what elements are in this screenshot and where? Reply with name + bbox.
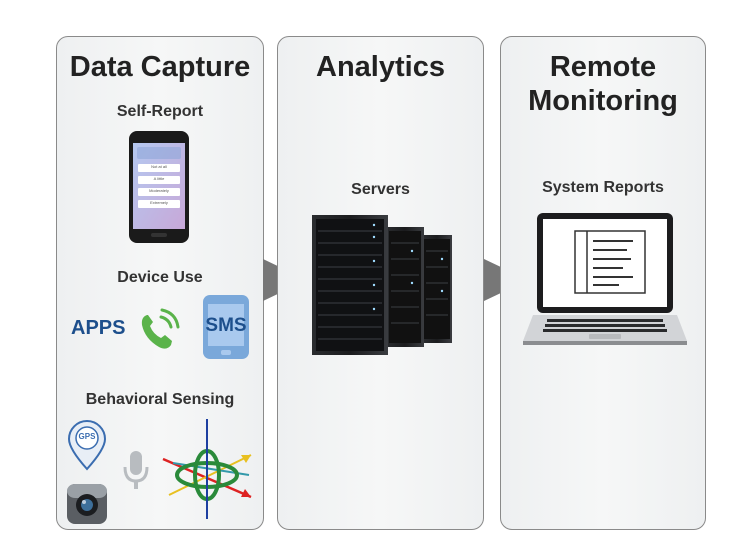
servers-icon xyxy=(312,215,452,355)
phone-option-2: A little xyxy=(153,176,165,181)
behavioral-sensing-label: Behavioral Sensing xyxy=(85,391,235,408)
data-capture-title: Data Capture xyxy=(69,51,251,83)
sms-phone-icon xyxy=(203,295,249,359)
remote-monitoring-panel: Remote Monitoring System Reports xyxy=(500,36,706,530)
phone-call-icon xyxy=(141,308,180,349)
servers-label: Servers xyxy=(351,181,410,198)
laptop-icon xyxy=(523,213,687,345)
apps-label: APPS xyxy=(71,317,126,339)
remote-title-line2: Monitoring xyxy=(528,85,678,117)
remote-title-line1: Remote xyxy=(549,51,657,83)
system-reports-label: System Reports xyxy=(542,179,664,196)
self-report-label: Self-Report xyxy=(116,103,204,120)
analytics-panel: Analytics Servers xyxy=(277,36,484,530)
phone-option-3: Moderately xyxy=(149,188,169,193)
device-use-label: Device Use xyxy=(117,269,203,286)
phone-option-1: Not at all xyxy=(151,164,167,169)
smartphone-icon xyxy=(129,131,189,243)
analytics-title: Analytics xyxy=(316,51,445,83)
microphone-icon xyxy=(123,451,149,489)
camera-icon xyxy=(67,484,107,524)
data-capture-panel: Data Capture Self-Report Not at all A li… xyxy=(56,36,264,530)
motion-sensor-icon xyxy=(162,419,252,519)
phone-option-4: Extremely xyxy=(150,200,168,205)
sms-label: SMS xyxy=(205,315,247,336)
gps-label: GPS xyxy=(78,432,96,441)
gps-pin-icon xyxy=(67,420,107,471)
